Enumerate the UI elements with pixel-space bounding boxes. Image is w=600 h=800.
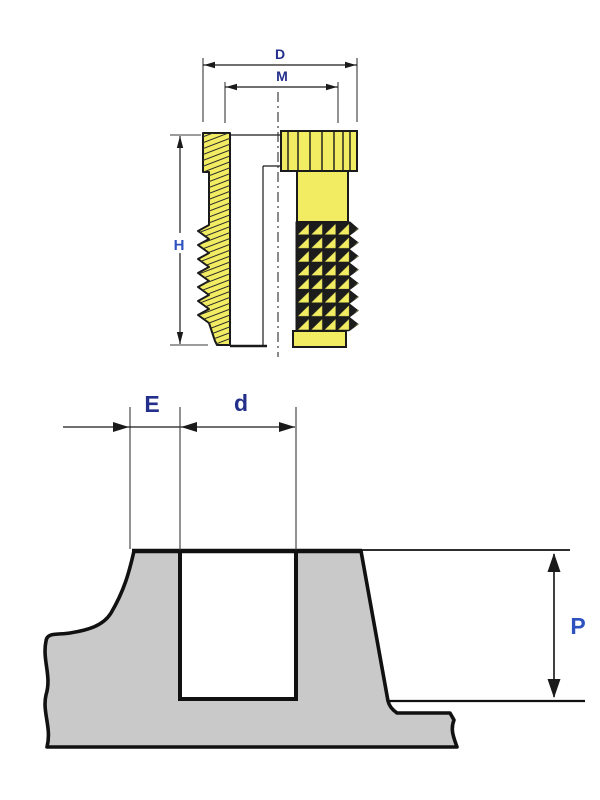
dim-d-arrow-left [181,422,197,432]
insert-spline-collar [280,130,358,172]
collar-body [280,130,358,172]
insert-knurl-zone [295,221,359,332]
dim-label-E: E [144,391,159,417]
dim-D-arrow-right [345,61,356,69]
insert-body [197,92,359,357]
knurl-diamond-pattern [296,222,358,331]
dim-H-label-mask [168,233,189,253]
boss-hole [178,549,298,701]
dim-D-arrow-left [204,61,215,69]
dim-label-M: M [276,68,288,84]
dim-H-arrow-up [176,136,184,148]
dimension-d: d [179,390,297,550]
boss-figure: E d P [43,390,586,749]
dim-label-H: H [174,237,185,254]
dim-M-arrow-left [226,83,237,91]
dim-label-d: d [234,390,248,416]
dim-d-arrow-right [279,422,295,432]
dimension-P: P [547,553,586,698]
dim-label-D: D [275,46,285,62]
insert-figure: D M H [168,46,359,357]
dim-P-arrow-up [547,553,561,572]
dim-P-arrow-down [547,679,561,698]
dimension-D: D [202,46,358,122]
dimension-M: M [224,68,339,123]
insert-bottom-band [292,330,347,348]
collar-ribs [287,132,351,170]
insert-section-hatching [198,133,230,345]
dim-E-arrow [113,422,129,432]
insert-plain-band [296,170,349,223]
dimension-E: E [63,391,295,549]
dim-H-arrow-down [176,332,184,344]
dim-label-P: P [570,613,585,639]
dim-M-arrow-right [326,83,337,91]
dimension-H: H [168,134,208,346]
